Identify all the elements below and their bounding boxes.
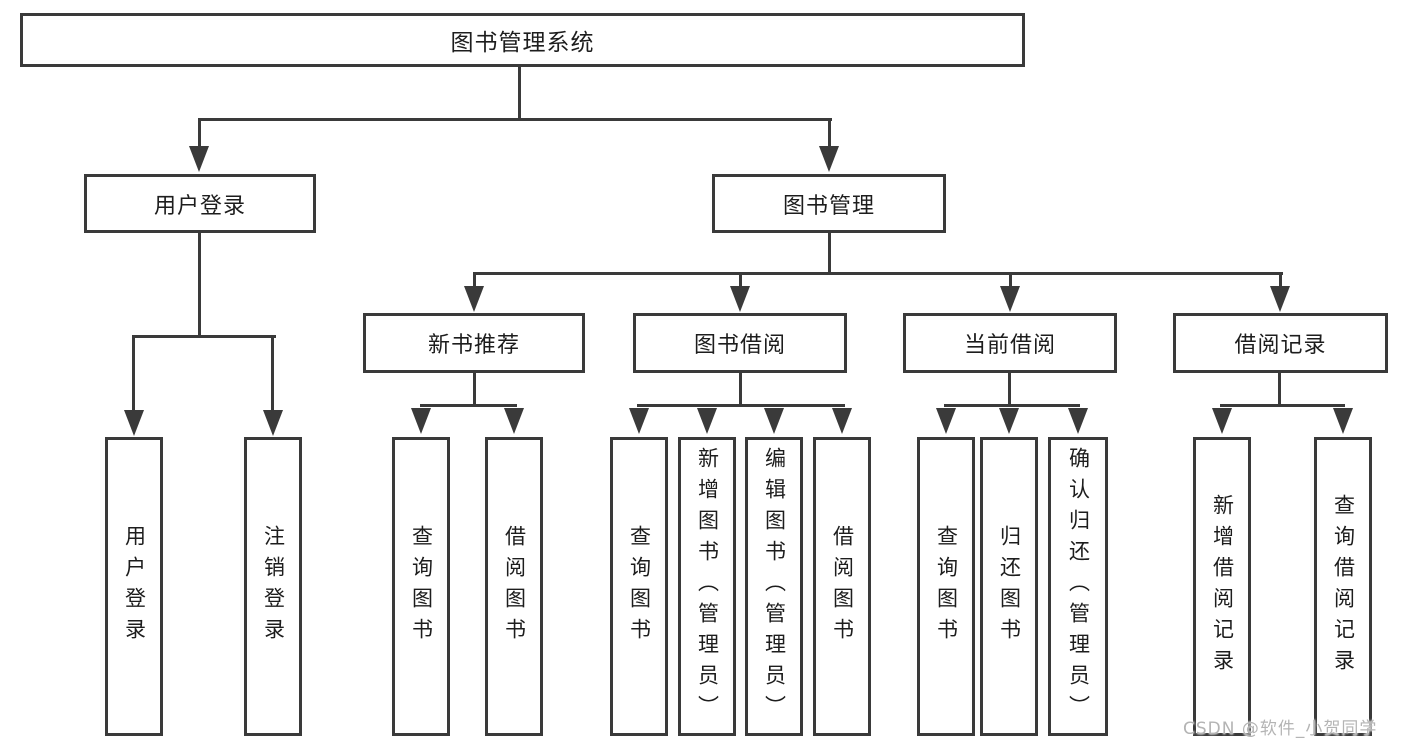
leaf-cb-return-books: 归还图书 xyxy=(980,437,1038,736)
connector-line xyxy=(132,335,276,338)
arrowhead-down-icon xyxy=(1333,408,1353,434)
arrowhead-down-icon xyxy=(832,408,852,434)
connector-line xyxy=(828,233,831,275)
leaf-logout: 注销登录 xyxy=(244,437,302,736)
leaf-nb-query-books: 查询图书 xyxy=(392,437,450,736)
connector-line xyxy=(739,373,742,407)
connector-line xyxy=(1008,373,1011,407)
arrowhead-down-icon xyxy=(189,146,209,172)
leaf-cb-query-books: 查询图书 xyxy=(917,437,975,736)
connector-line xyxy=(473,272,476,288)
connector-line xyxy=(198,118,832,121)
leaf-bb-borrow-books: 借阅图书 xyxy=(813,437,871,736)
arrowhead-down-icon xyxy=(1068,408,1088,434)
node-book-management: 图书管理 xyxy=(712,174,946,233)
leaf-bb-query-books: 查询图书 xyxy=(610,437,668,736)
leaf-br-query-record: 查询借阅记录 xyxy=(1314,437,1372,736)
node-user-login: 用户登录 xyxy=(84,174,316,233)
arrowhead-down-icon xyxy=(1270,286,1290,312)
node-borrow-records: 借阅记录 xyxy=(1173,313,1388,373)
node-library-system: 图书管理系统 xyxy=(20,13,1025,67)
connector-line xyxy=(739,272,742,288)
node-book-borrow: 图书借阅 xyxy=(633,313,847,373)
arrowhead-down-icon xyxy=(764,408,784,434)
connector-line xyxy=(420,404,517,407)
arrowhead-down-icon xyxy=(504,408,524,434)
csdn-watermark: CSDN @软件_小贺同学 xyxy=(1183,719,1378,739)
connector-line xyxy=(271,335,274,411)
arrowhead-down-icon xyxy=(1000,286,1020,312)
leaf-bb-add-books-admin: 新增图书（管理员） xyxy=(678,437,736,736)
arrowhead-down-icon xyxy=(411,408,431,434)
arrowhead-down-icon xyxy=(819,146,839,172)
arrowhead-down-icon xyxy=(936,408,956,434)
connector-line xyxy=(637,404,845,407)
connector-line xyxy=(198,118,201,148)
node-new-book-recommend: 新书推荐 xyxy=(363,313,585,373)
connector-line xyxy=(473,272,1283,275)
connector-line xyxy=(1278,373,1281,407)
arrowhead-down-icon xyxy=(629,408,649,434)
connector-line xyxy=(473,373,476,407)
connector-line xyxy=(1009,272,1012,288)
leaf-cb-confirm-return-admin: 确认归还（管理员） xyxy=(1048,437,1108,736)
arrowhead-down-icon xyxy=(464,286,484,312)
connector-line xyxy=(518,67,521,120)
leaf-nb-borrow-books: 借阅图书 xyxy=(485,437,543,736)
connector-line xyxy=(198,233,201,338)
arrowhead-down-icon xyxy=(263,410,283,436)
leaf-br-add-record: 新增借阅记录 xyxy=(1193,437,1251,736)
connector-line xyxy=(1279,272,1282,288)
node-current-borrow: 当前借阅 xyxy=(903,313,1117,373)
connector-line xyxy=(132,335,135,411)
connector-line xyxy=(1220,404,1345,407)
arrowhead-down-icon xyxy=(999,408,1019,434)
arrowhead-down-icon xyxy=(730,286,750,312)
arrowhead-down-icon xyxy=(124,410,144,436)
connector-line xyxy=(944,404,1080,407)
arrowhead-down-icon xyxy=(697,408,717,434)
leaf-user-login: 用户登录 xyxy=(105,437,163,736)
leaf-bb-edit-books-admin: 编辑图书（管理员） xyxy=(745,437,803,736)
arrowhead-down-icon xyxy=(1212,408,1232,434)
connector-line xyxy=(828,118,831,148)
